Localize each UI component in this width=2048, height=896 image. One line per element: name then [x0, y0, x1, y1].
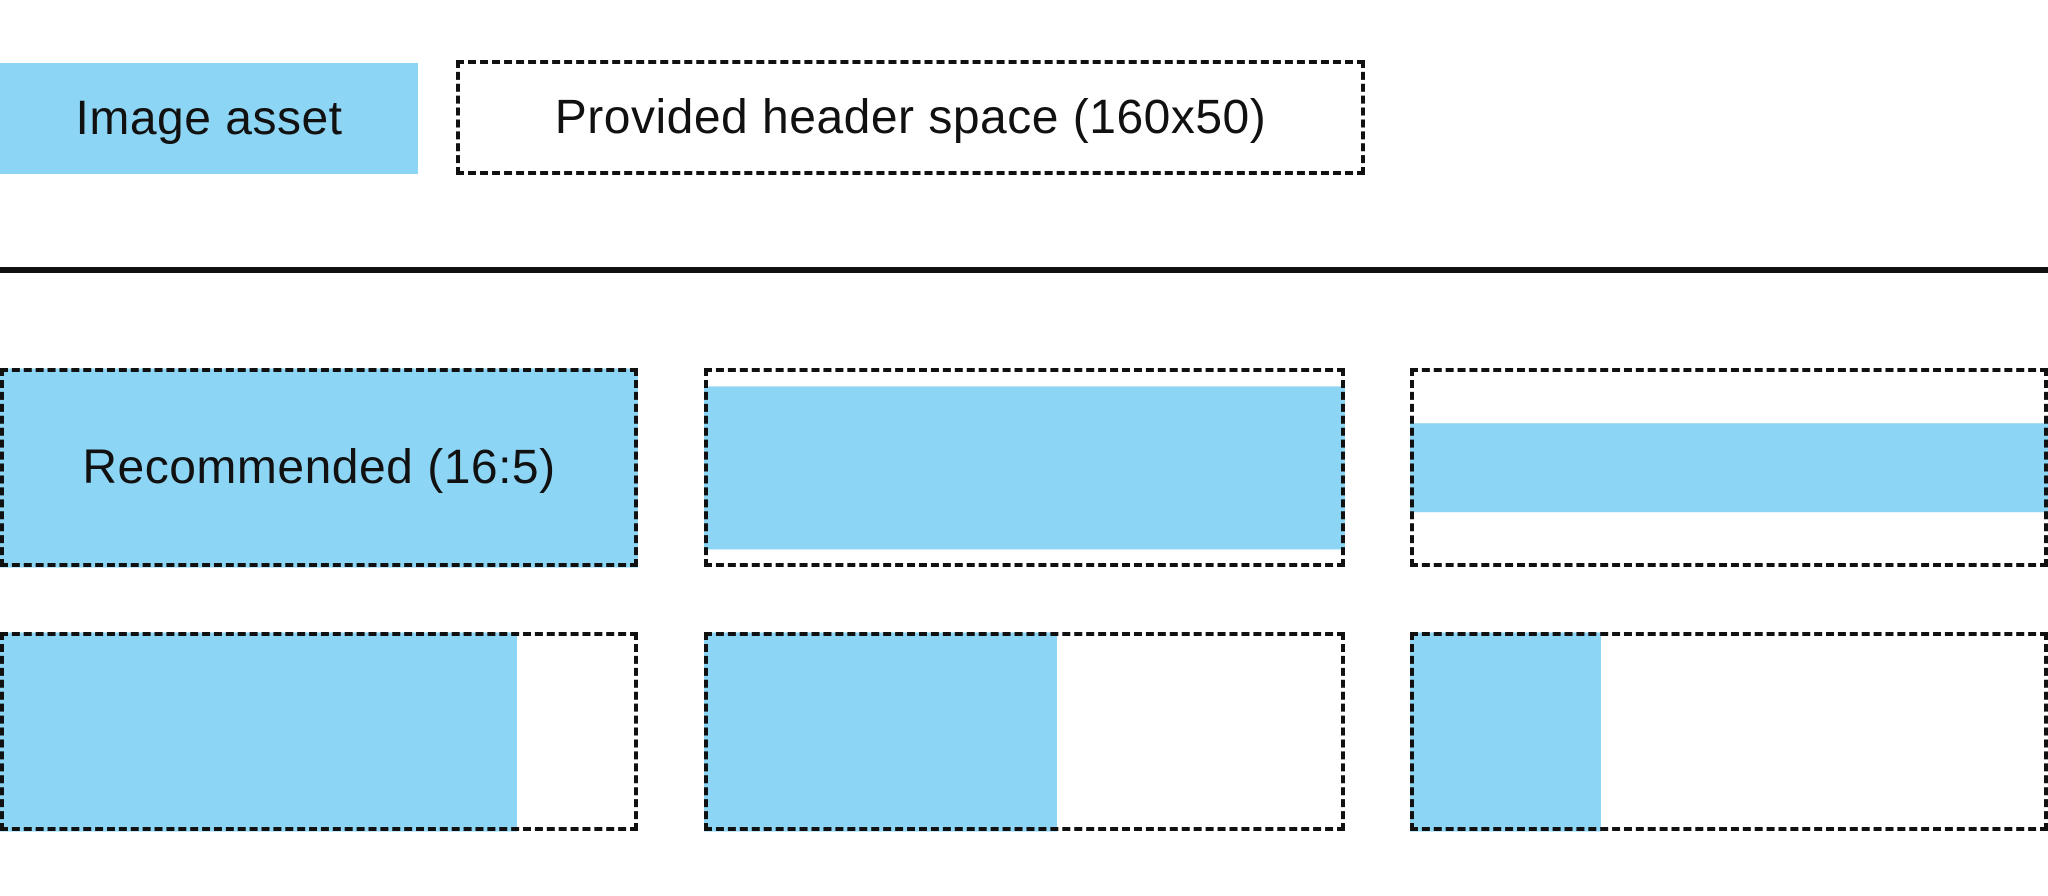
image-asset-fill: [704, 385, 1345, 550]
provided-header-space-label: Provided header space (160x50): [554, 91, 1267, 144]
image-asset-fill: [1410, 632, 1602, 831]
example-box-taller-asset: [704, 632, 1345, 831]
divider-line: [0, 267, 2048, 273]
image-asset-fill: [1410, 422, 2048, 513]
image-asset-legend-swatch: Image asset: [0, 63, 418, 174]
image-asset-fill: [0, 368, 638, 567]
recommended-label: Recommended (16:5): [82, 441, 556, 494]
example-box-tallest-asset: [1410, 632, 2048, 831]
example-box-recommended: Recommended (16:5): [0, 368, 638, 567]
image-asset-label: Image asset: [75, 92, 343, 145]
example-box-extra-wide-asset: [1410, 368, 2048, 567]
image-asset-fill: [0, 632, 517, 831]
provided-header-space-box: Provided header space (160x50): [456, 60, 1365, 175]
example-box-wide-asset: [704, 368, 1345, 567]
image-asset-fill: [704, 632, 1057, 831]
example-box-tall-asset: [0, 632, 638, 831]
